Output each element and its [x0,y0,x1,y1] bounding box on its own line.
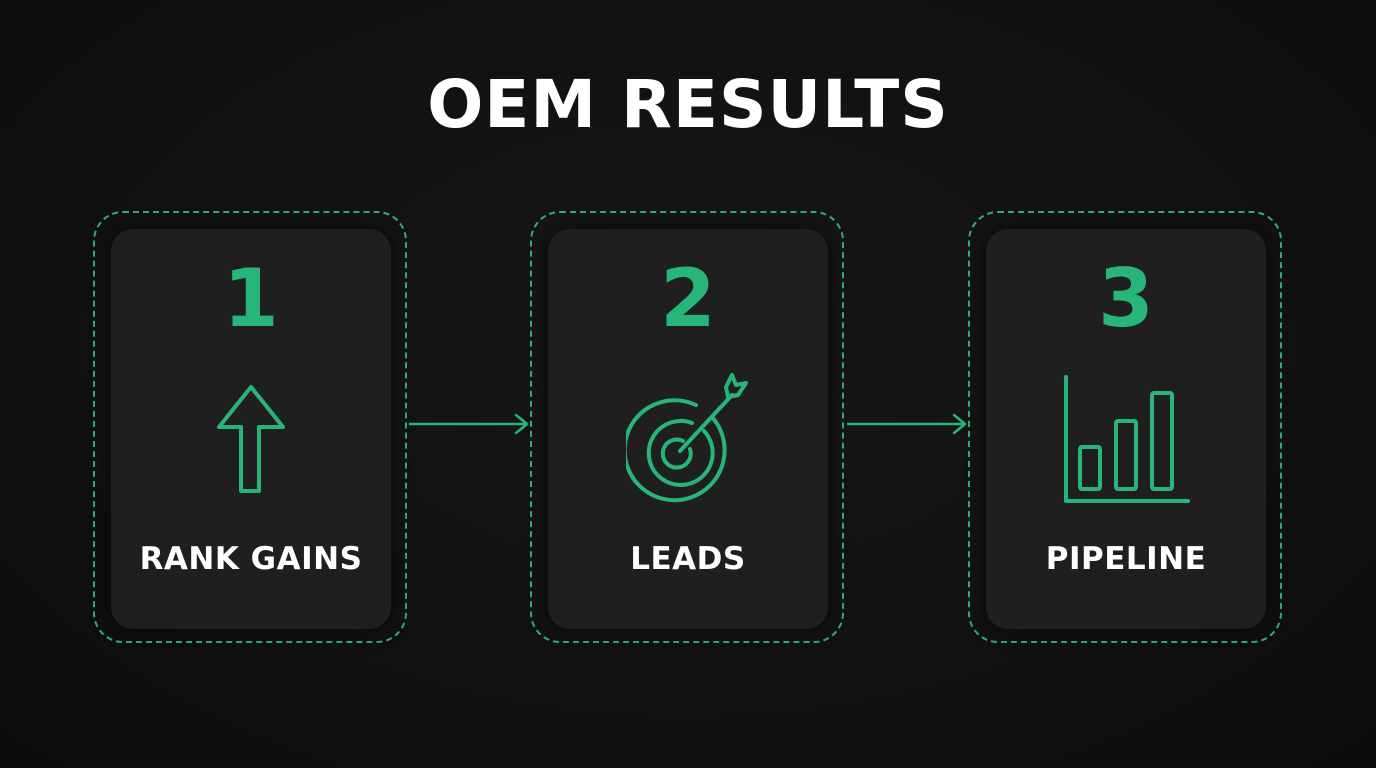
arrow-right-icon [409,414,529,434]
step-label: RANK GAINS [139,541,363,577]
arrow-up-icon [217,385,285,493]
step-number: 2 [660,252,716,345]
step-number: 1 [223,252,279,345]
step-1-frame: 1 RANK GAINS [93,211,407,643]
step-card-rank-gains: 1 RANK GAINS [111,229,391,629]
step-2-frame: 2 LEADS [530,211,844,643]
step-3-frame: 3 PIPELINE [968,211,1282,643]
page-title: OEM RESULTS [427,66,949,143]
step-card-leads: 2 LEADS [548,229,828,629]
bar-chart-icon [1064,375,1190,503]
step-label: PIPELINE [1045,541,1207,577]
target-icon [626,373,748,503]
arrow-right-icon [847,414,967,434]
step-number: 3 [1098,252,1154,345]
step-label: LEADS [630,541,746,577]
step-card-pipeline: 3 PIPELINE [986,229,1266,629]
